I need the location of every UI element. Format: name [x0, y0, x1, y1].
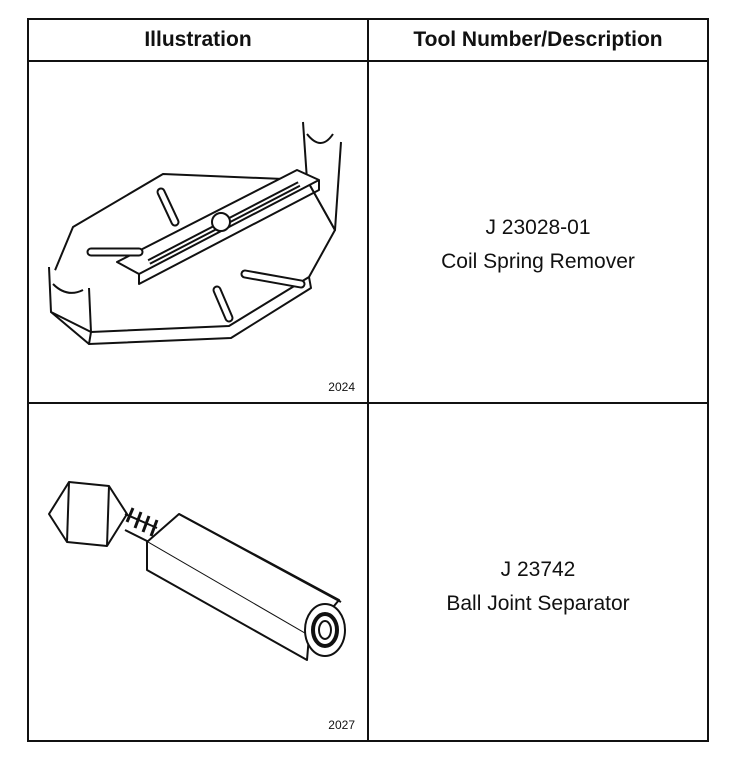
tool-description-cell: J 23028-01 Coil Spring Remover	[369, 62, 707, 402]
tool-number: J 23028-01	[485, 216, 591, 239]
illustration-cell: 2027	[29, 404, 367, 740]
figure-number: 2027	[328, 718, 355, 732]
ball-joint-separator-icon	[48, 481, 346, 661]
tool-table: Illustration Tool Number/Description	[27, 18, 709, 742]
header-illustration: Illustration	[144, 28, 252, 51]
row-divider	[29, 402, 707, 404]
tool-number: J 23742	[500, 558, 576, 581]
header-tool: Tool Number/Description	[413, 28, 663, 51]
tool-description: Coil Spring Remover	[441, 250, 635, 273]
column-divider	[367, 20, 369, 740]
figure-number: 2024	[328, 380, 355, 394]
tool-description-cell: J 23742 Ball Joint Separator	[369, 404, 707, 740]
coil-spring-remover-icon	[48, 121, 342, 345]
illustration-cell: 2024	[29, 62, 367, 402]
tool-description: Ball Joint Separator	[446, 592, 630, 615]
header-divider	[29, 60, 707, 62]
